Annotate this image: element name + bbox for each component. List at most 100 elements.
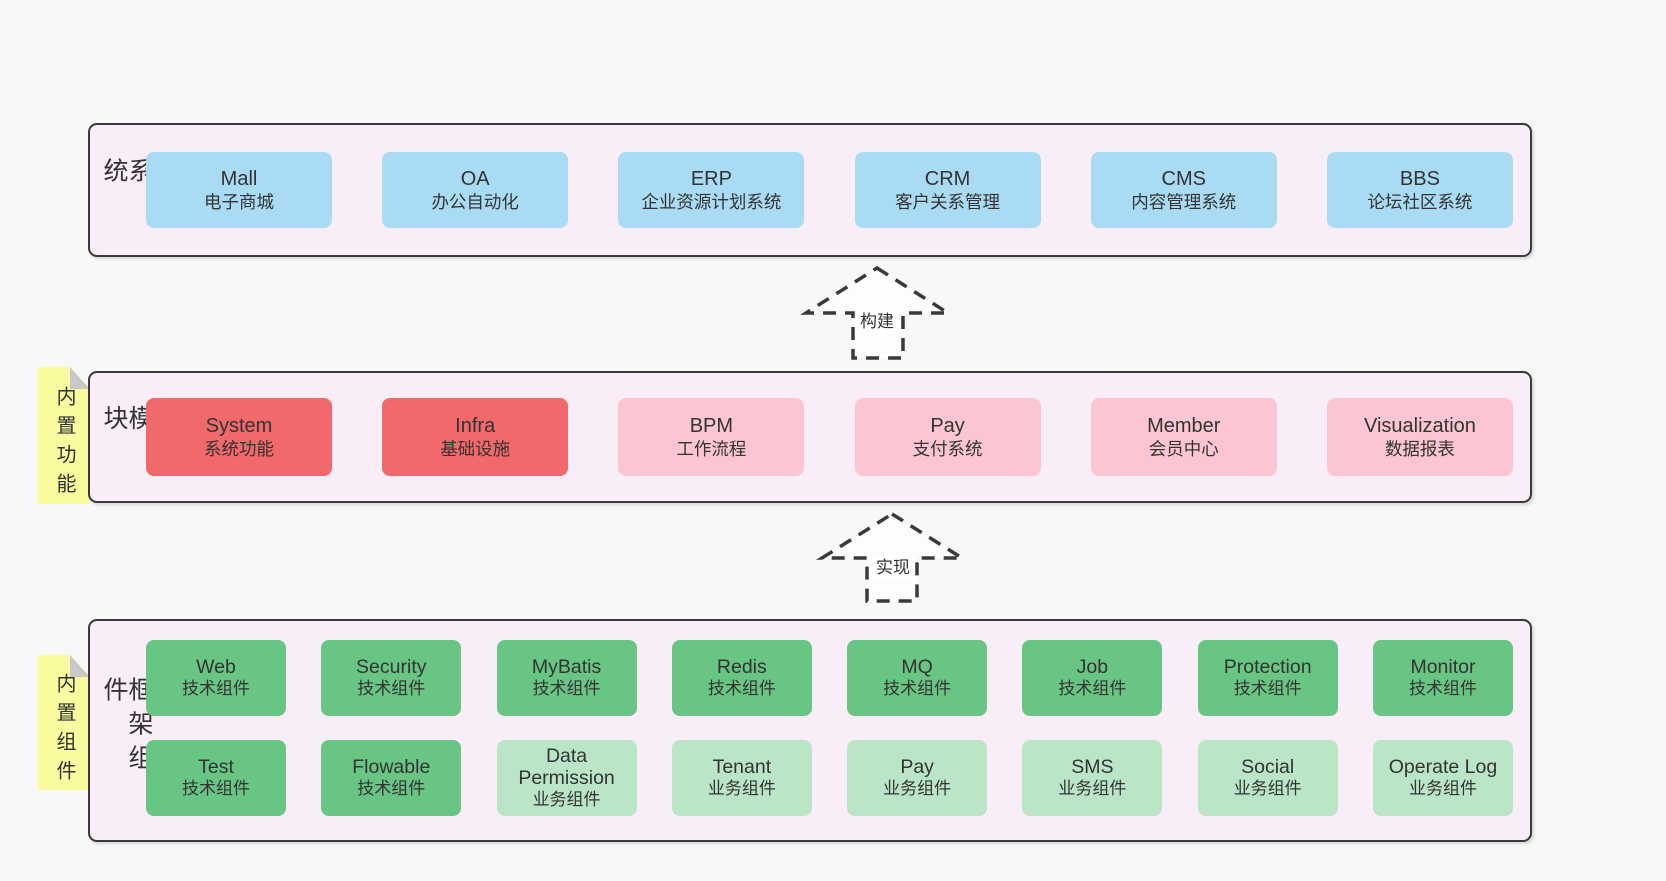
node-flowable: Flowable 技术组件 <box>321 740 462 816</box>
node-name-zh: 技术组件 <box>182 779 250 799</box>
components-rows: Web 技术组件 Security 技术组件 MyBatis 技术组件 Redi… <box>146 640 1513 816</box>
node-system: System 系统功能 <box>146 398 332 476</box>
modules-boxes-row: System 系统功能 Infra 基础设施 BPM 工作流程 Pay 支付系统… <box>146 373 1513 501</box>
node-member: Member 会员中心 <box>1090 398 1277 476</box>
node-bbs: BBS 论坛社区系统 <box>1326 152 1513 228</box>
node-name-zh: 客户关系管理 <box>895 192 1001 212</box>
node-infra: Infra 基础设施 <box>382 398 569 476</box>
arrow-label: 实现 <box>871 556 915 581</box>
components-row-1: Web 技术组件 Security 技术组件 MyBatis 技术组件 Redi… <box>146 640 1513 716</box>
arrow-label: 构建 <box>855 310 899 335</box>
node-name-en: Infra <box>455 414 496 437</box>
node-social: Social 业务组件 <box>1197 740 1338 816</box>
node-name-zh: 技术组件 <box>357 679 426 699</box>
node-name-en: SMS <box>1071 755 1114 778</box>
node-name-zh: 业务组件 <box>532 790 601 810</box>
common-modules-panel: 通用模块 System 系统功能 Infra 基础设施 BPM 工作流程 Pay… <box>88 371 1532 503</box>
node-name-zh: 办公自动化 <box>431 192 519 212</box>
sticky-label: 内置组件 <box>53 672 75 789</box>
node-job: Job 技术组件 <box>1022 640 1163 716</box>
arrow-build: 构建 <box>796 262 958 362</box>
node-name-en: CRM <box>924 167 971 190</box>
node-pay-business: Pay 业务组件 <box>847 740 988 816</box>
node-name-en: System <box>205 414 273 437</box>
node-crm: CRM 客户关系管理 <box>854 152 1041 228</box>
business-boxes-row: Mall 电子商城 OA 办公自动化 ERP 企业资源计划系统 CRM 客户关系… <box>146 125 1513 255</box>
node-redis: Redis 技术组件 <box>671 640 812 716</box>
node-name-en: Protection <box>1223 655 1312 678</box>
node-name-zh: 业务组件 <box>1058 779 1127 799</box>
node-name-en: CMS <box>1161 167 1206 190</box>
node-name-zh: 数据报表 <box>1384 439 1455 459</box>
node-security: Security 技术组件 <box>321 640 462 716</box>
arrow-implement: 实现 <box>812 506 974 605</box>
node-name-en: OA <box>460 167 490 190</box>
node-bpm: BPM 工作流程 <box>618 398 805 476</box>
node-name-zh: 业务组件 <box>883 779 952 799</box>
node-name-zh: 技术组件 <box>182 679 250 699</box>
node-name-en: Monitor <box>1410 655 1476 678</box>
node-name-en: ERP <box>690 167 732 190</box>
node-name-zh: 工作流程 <box>676 439 747 459</box>
node-name-en: MQ <box>901 655 933 678</box>
framework-components-panel: 框架组件 Web 技术组件 Security 技术组件 MyBatis 技术组件… <box>88 619 1532 842</box>
node-pay: Pay 支付系统 <box>854 398 1041 476</box>
node-name-zh: 支付系统 <box>912 439 983 459</box>
node-name-zh: 技术组件 <box>1058 679 1127 699</box>
node-name-zh: 企业资源计划系统 <box>641 192 782 212</box>
business-systems-panel: 业务系统 Mall 电子商城 OA 办公自动化 ERP 企业资源计划系统 CRM… <box>88 123 1532 257</box>
node-test: Test 技术组件 <box>146 740 286 816</box>
node-name-zh: 电子商城 <box>204 192 274 212</box>
node-name-zh: 业务组件 <box>1233 779 1302 799</box>
node-protection: Protection 技术组件 <box>1197 640 1338 716</box>
node-name-en: Web <box>196 655 236 678</box>
sticky-note-builtin-features: 内置功能 <box>38 367 90 504</box>
node-name-en: BBS <box>1399 167 1440 190</box>
sticky-note-builtin-components: 内置组件 <box>38 655 90 790</box>
node-name-en: Tenant <box>712 755 772 778</box>
node-name-en: Test <box>198 755 234 778</box>
node-monitor: Monitor 技术组件 <box>1372 640 1513 716</box>
node-cms: CMS 内容管理系统 <box>1090 152 1277 228</box>
node-name-zh: 会员中心 <box>1148 439 1219 459</box>
node-name-en: Visualization <box>1363 414 1476 437</box>
node-name-en: Pay <box>900 755 934 778</box>
node-name-zh: 技术组件 <box>357 779 426 799</box>
node-name-en: MyBatis <box>531 655 602 678</box>
node-name-zh: 论坛社区系统 <box>1367 192 1473 212</box>
node-name-zh: 技术组件 <box>1233 679 1302 699</box>
node-name-zh: 技术组件 <box>1408 679 1477 699</box>
node-oa: OA 办公自动化 <box>382 152 569 228</box>
components-row-2: Test 技术组件 Flowable 技术组件 Data Permission … <box>146 740 1513 816</box>
node-name-zh: 业务组件 <box>707 779 776 799</box>
node-name-en: Social <box>1241 755 1295 778</box>
node-name-zh: 内容管理系统 <box>1131 192 1237 212</box>
node-name-zh: 系统功能 <box>204 439 274 459</box>
node-erp: ERP 企业资源计划系统 <box>618 152 805 228</box>
node-data-permission: Data Permission 业务组件 <box>496 740 637 816</box>
node-operate-log: Operate Log 业务组件 <box>1372 740 1513 816</box>
node-name-en: Member <box>1147 414 1221 437</box>
node-name-en: Security <box>356 655 427 678</box>
node-sms: SMS 业务组件 <box>1022 740 1163 816</box>
node-name-en: Pay <box>930 414 965 437</box>
node-name-zh: 技术组件 <box>883 679 952 699</box>
panel-label-components: 框架组件 <box>100 675 153 778</box>
node-mybatis: MyBatis 技术组件 <box>496 640 637 716</box>
node-visualization: Visualization 数据报表 <box>1326 398 1513 476</box>
node-name-en: Redis <box>716 655 767 678</box>
node-name-en: Flowable <box>352 755 431 778</box>
node-mq: MQ 技术组件 <box>847 640 988 716</box>
node-name-en: BPM <box>689 414 734 437</box>
node-name-zh: 技术组件 <box>532 679 601 699</box>
node-name-zh: 基础设施 <box>440 439 511 459</box>
node-web: Web 技术组件 <box>146 640 286 716</box>
node-name-en: Data Permission <box>518 744 615 789</box>
node-name-zh: 技术组件 <box>707 679 776 699</box>
node-name-en: Job <box>1076 655 1109 678</box>
node-tenant: Tenant 业务组件 <box>671 740 812 816</box>
sticky-label: 内置功能 <box>53 385 75 502</box>
node-name-en: Operate Log <box>1388 755 1498 778</box>
node-name-zh: 业务组件 <box>1408 779 1477 799</box>
